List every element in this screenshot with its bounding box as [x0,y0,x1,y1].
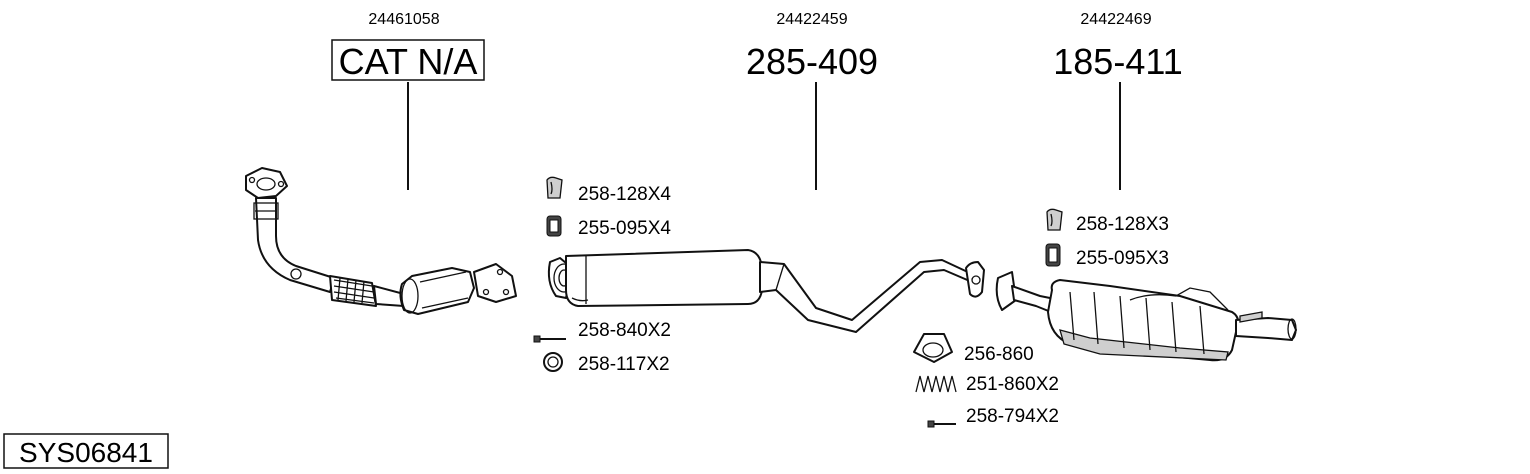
ring-gasket-icon [543,352,563,372]
label-mid-hanger[interactable]: 258-128X4 [578,184,671,205]
oe-number-cat: 24461058 [368,11,439,28]
system-code: SYS06841 [19,437,153,468]
label-rear-gasket[interactable]: 256-860 [964,344,1034,365]
bolt-icon [533,335,566,343]
label-mid-bolt[interactable]: 258-840X2 [578,320,671,341]
bolt-icon [927,420,956,428]
gasket-icon [913,333,953,363]
catalytic-converter-part[interactable] [245,167,517,315]
part-number-rear[interactable]: 185-411 [1053,41,1182,82]
oe-number-middle: 24422459 [776,11,847,28]
oe-number-rear: 24422469 [1080,11,1151,28]
middle-silencer-part[interactable] [547,249,985,333]
part-number-cat[interactable]: CAT N/A [339,41,478,82]
label-mid-ring[interactable]: 258-117X2 [578,354,670,375]
spring-icon [915,375,957,393]
label-rear-rubber[interactable]: 255-095X3 [1076,248,1169,269]
rubber-mount-icon [546,215,562,237]
part-number-middle[interactable]: 285-409 [746,41,878,82]
hanger-icon [1046,208,1063,231]
label-rear-bolt[interactable]: 258-794X2 [966,406,1059,427]
rubber-mount-icon [1045,243,1061,267]
rear-silencer-part[interactable] [995,271,1297,362]
label-mid-rubber[interactable]: 255-095X4 [578,218,671,239]
label-rear-spring[interactable]: 251-860X2 [966,374,1059,395]
system-code-box [3,433,169,469]
label-rear-hanger[interactable]: 258-128X3 [1076,214,1169,235]
cat-part-box [331,39,485,81]
hanger-icon [546,176,563,199]
